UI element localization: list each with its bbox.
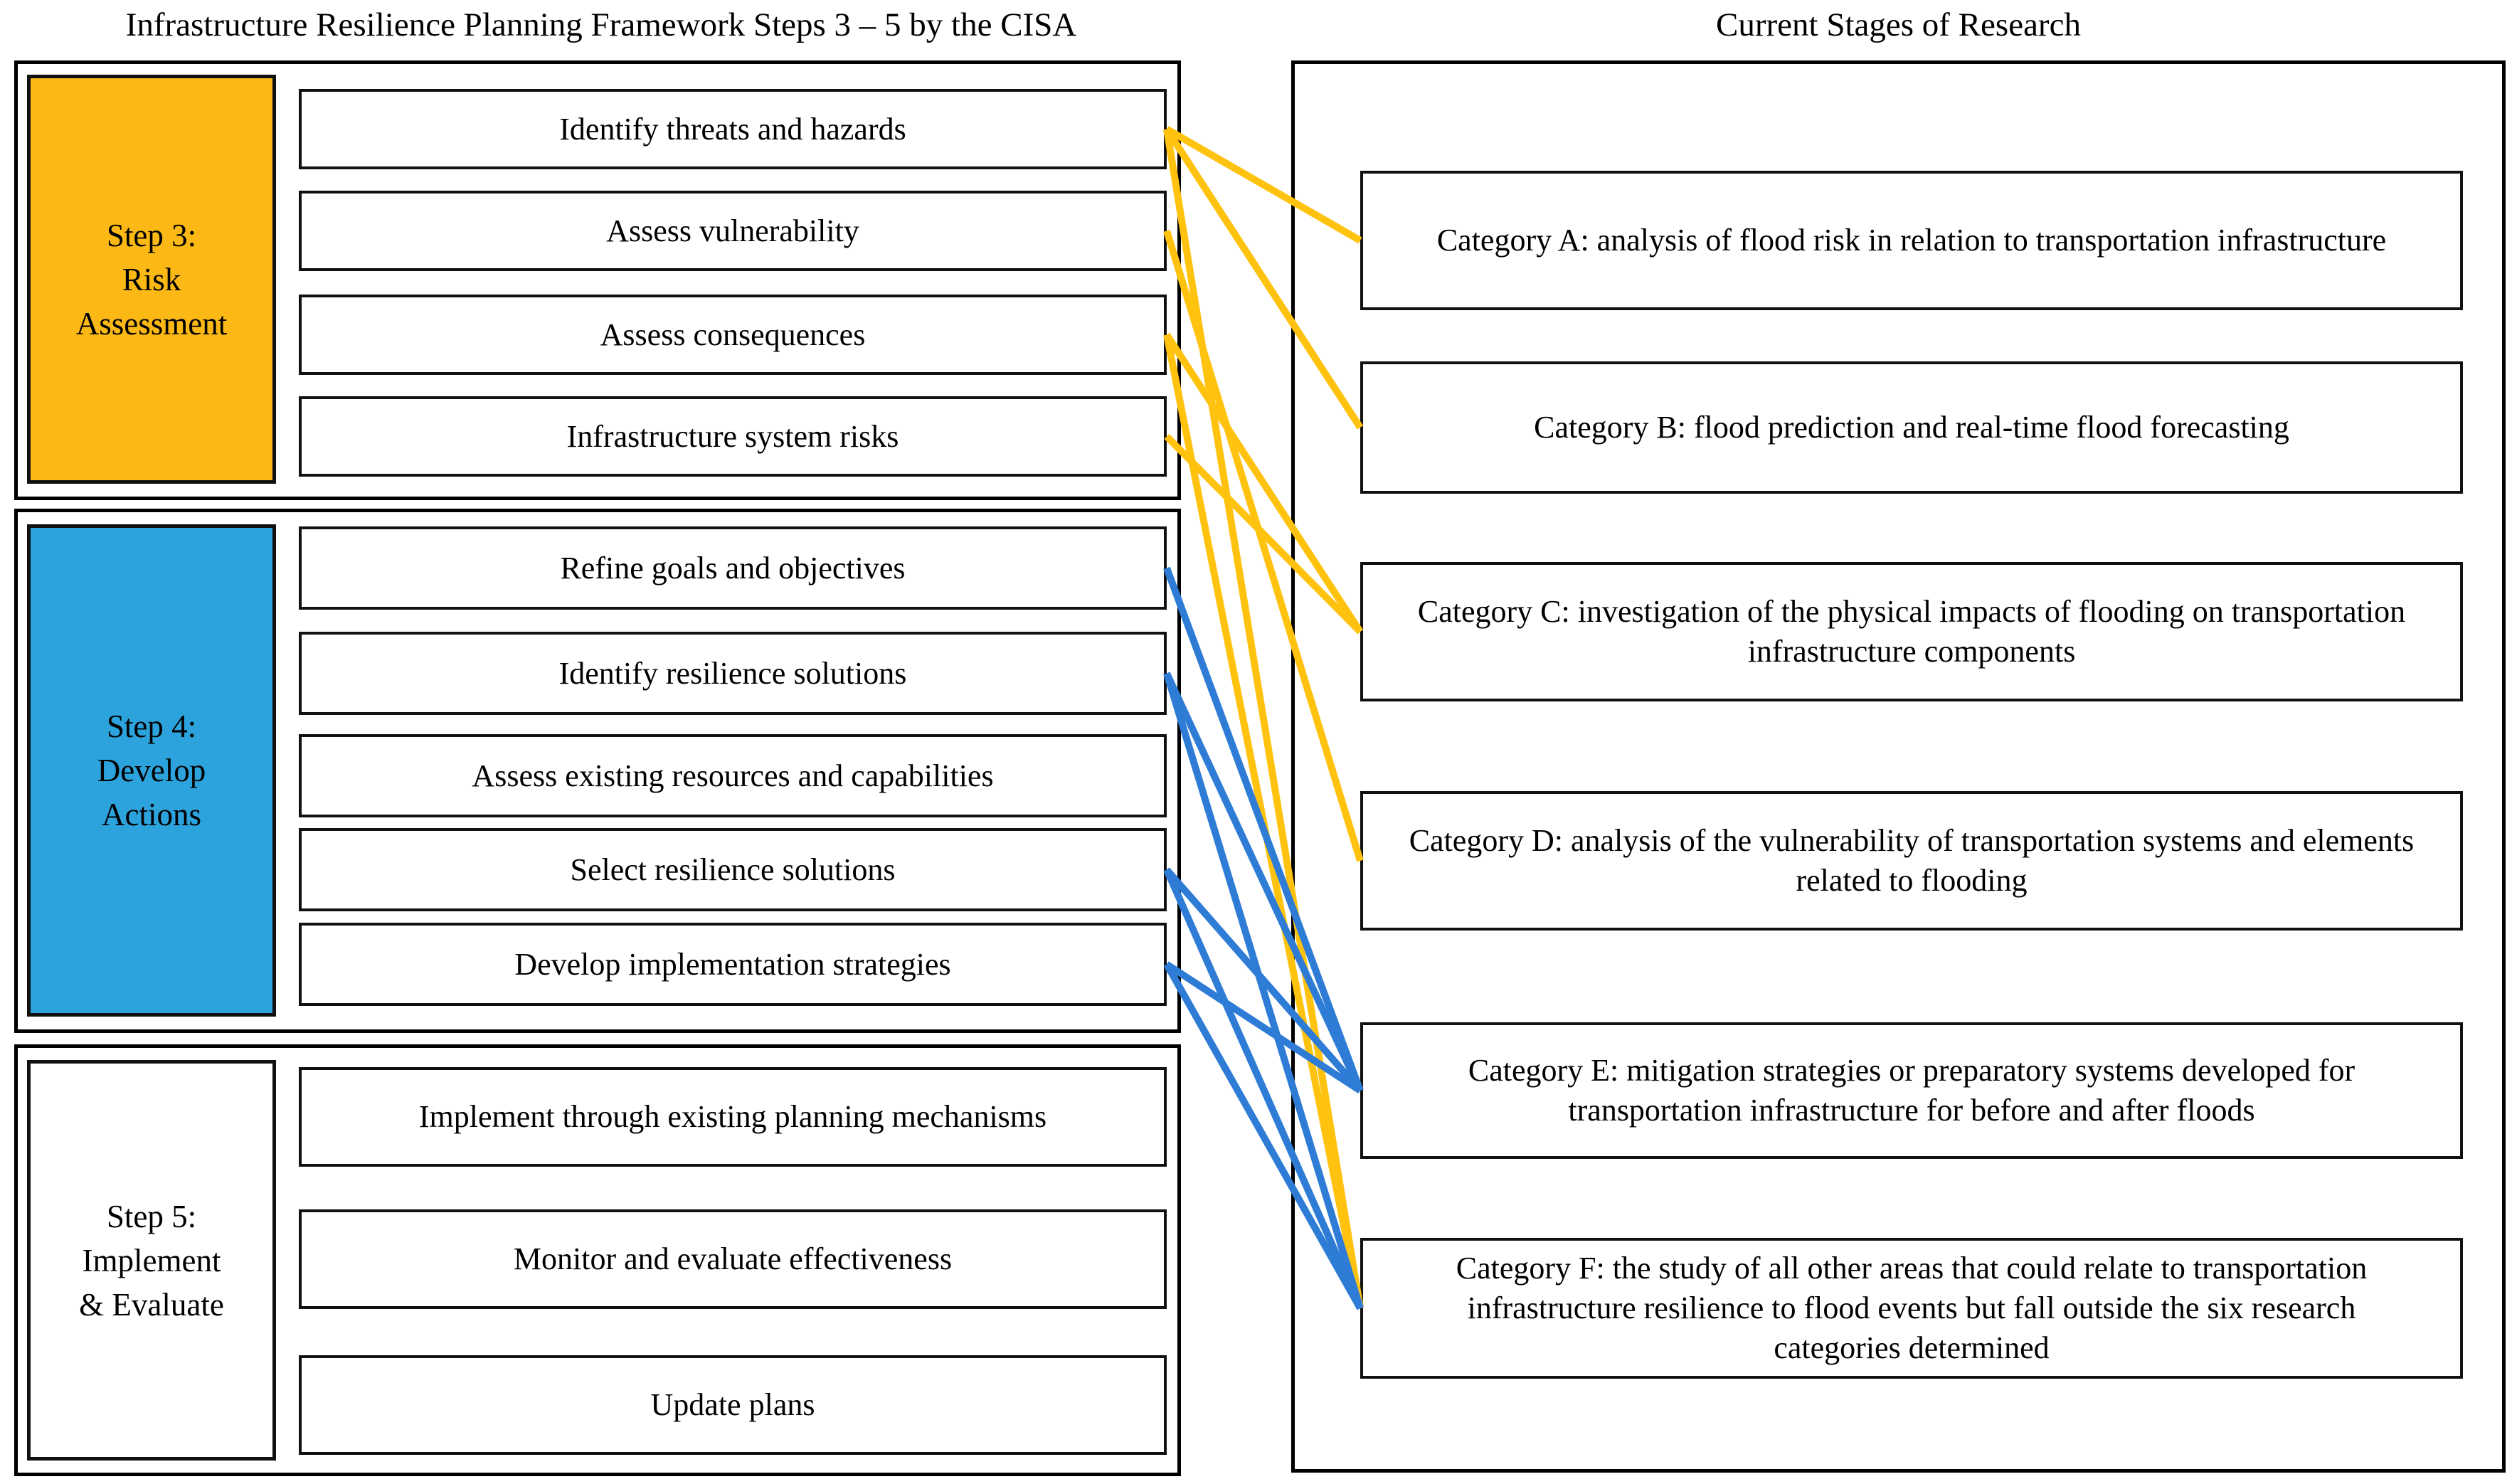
- category-b-box: Category B: flood prediction and real-ti…: [1360, 361, 2463, 494]
- left-panel-title: Infrastructure Resilience Planning Frame…: [125, 6, 1077, 43]
- task-identify-threats-and-hazards: Identify threats and hazards: [299, 89, 1167, 169]
- task-update-plans: Update plans: [299, 1355, 1167, 1455]
- task-assess-vulnerability: Assess vulnerability: [299, 191, 1167, 271]
- task-infrastructure-system-risks: Infrastructure system risks: [299, 396, 1167, 477]
- category-c-box: Category C: investigation of the physica…: [1360, 562, 2463, 701]
- task-implement-through-existing-planning-mechanisms: Implement through existing planning mech…: [299, 1067, 1167, 1167]
- task-assess-existing-resources-and-capabilities: Assess existing resources and capabiliti…: [299, 734, 1167, 817]
- task-monitor-and-evaluate-effectiveness: Monitor and evaluate effectiveness: [299, 1209, 1167, 1309]
- task-develop-implementation-strategies: Develop implementation strategies: [299, 923, 1167, 1006]
- step4-label: Step 4: Develop Actions: [27, 524, 276, 1017]
- task-refine-goals-and-objectives: Refine goals and objectives: [299, 526, 1167, 610]
- step5-label: Step 5: Implement & Evaluate: [27, 1060, 276, 1461]
- step3-label: Step 3: Risk Assessment: [27, 75, 276, 484]
- task-assess-consequences: Assess consequences: [299, 295, 1167, 375]
- category-d-box: Category D: analysis of the vulnerabilit…: [1360, 791, 2463, 931]
- category-e-box: Category E: mitigation strategies or pre…: [1360, 1022, 2463, 1159]
- right-panel-title: Current Stages of Research: [1716, 6, 2081, 43]
- task-select-resilience-solutions: Select resilience solutions: [299, 828, 1167, 911]
- category-a-box: Category A: analysis of flood risk in re…: [1360, 171, 2463, 310]
- task-identify-resilience-solutions: Identify resilience solutions: [299, 632, 1167, 715]
- category-f-box: Category F: the study of all other areas…: [1360, 1238, 2463, 1379]
